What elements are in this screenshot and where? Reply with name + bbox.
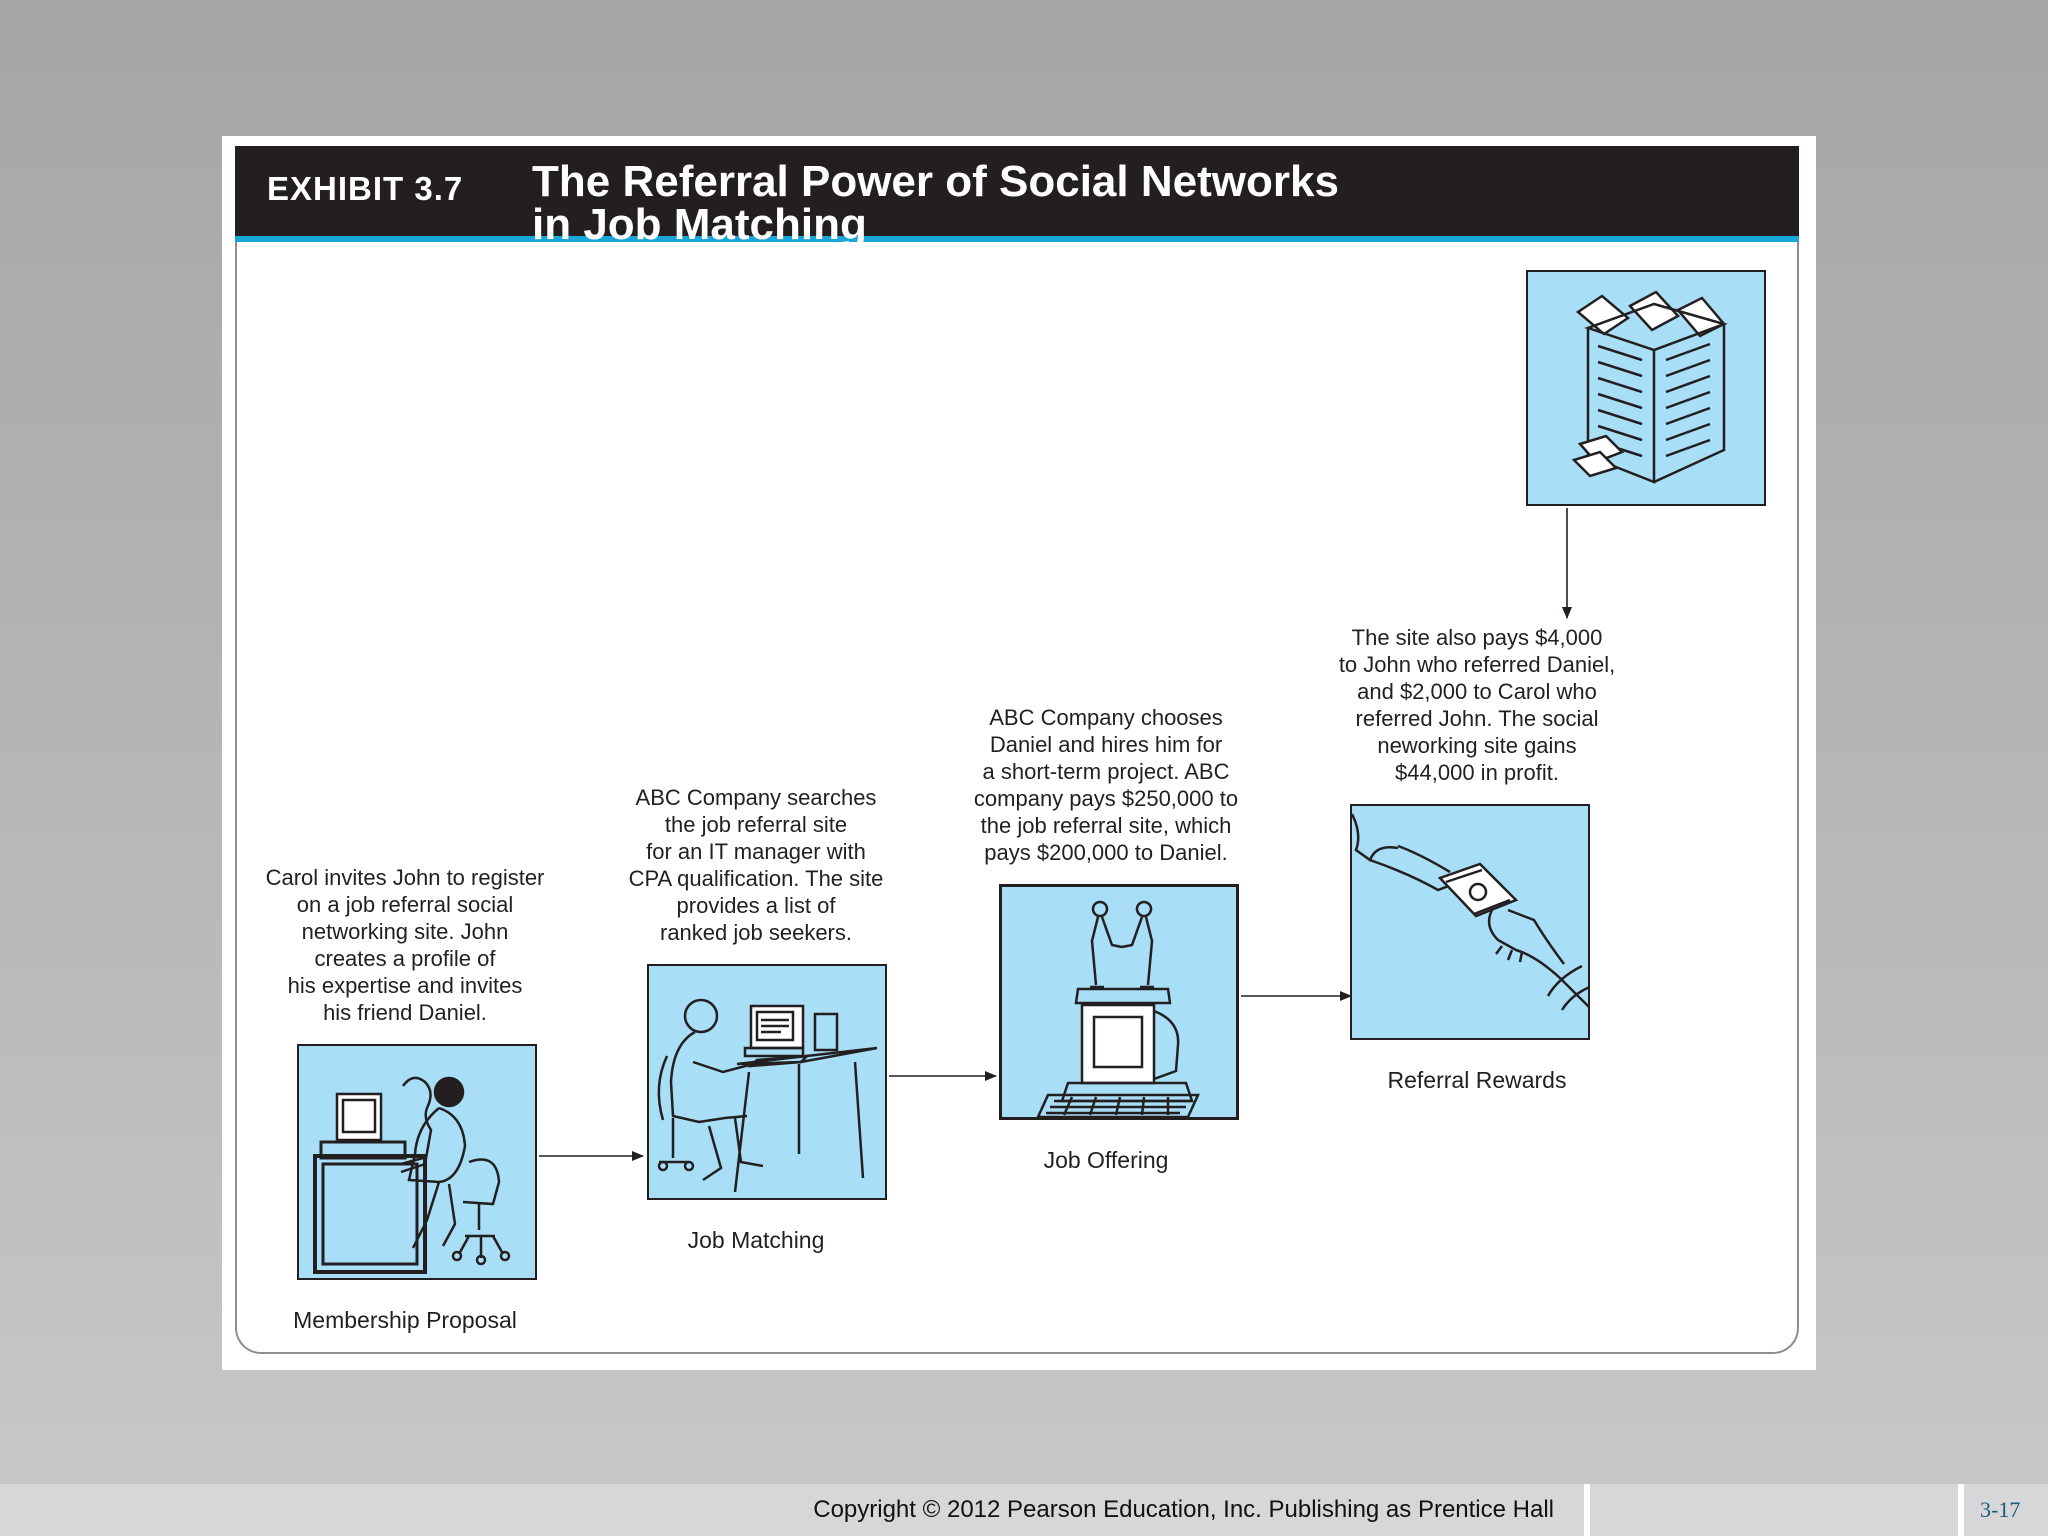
step-4-illustration bbox=[1350, 804, 1590, 1040]
step-1-illustration bbox=[297, 1044, 537, 1280]
flow-arrows bbox=[539, 508, 1572, 1161]
footer-bar: Copyright © 2012 Pearson Education, Inc.… bbox=[0, 1484, 2048, 1536]
exhibit-header: EXHIBIT 3.7 The Referral Power of Social… bbox=[235, 146, 1799, 247]
footer-copyright: Copyright © 2012 Pearson Education, Inc.… bbox=[0, 1484, 1590, 1536]
step-1-description: Carol invites John to register on a job … bbox=[265, 865, 545, 1025]
step-3-description: ABC Company chooses Daniel and hires him… bbox=[973, 705, 1239, 865]
exhibit-card: EXHIBIT 3.7 The Referral Power of Social… bbox=[222, 136, 1816, 1370]
exhibit-frame bbox=[235, 146, 1799, 1354]
office-workers-icon bbox=[313, 1076, 511, 1274]
step-3-illustration bbox=[999, 884, 1239, 1120]
person-at-computer-icon bbox=[657, 998, 878, 1193]
step-2-illustration bbox=[647, 964, 887, 1200]
step-4-caption: Referral Rewards bbox=[1387, 1067, 1567, 1093]
step-2-description: ABC Company searches the job referral si… bbox=[628, 785, 884, 945]
step-3-caption: Job Offering bbox=[1043, 1147, 1169, 1173]
money-handoff-icon bbox=[1352, 813, 1588, 1011]
footer-spacer bbox=[1596, 1484, 1964, 1536]
step-4-description: The site also pays $4,000 to John who re… bbox=[1338, 625, 1616, 785]
handshake-on-computer-icon bbox=[1036, 900, 1200, 1117]
profit-illustration bbox=[1526, 270, 1766, 506]
money-building-icon bbox=[1571, 290, 1729, 484]
step-1-caption: Membership Proposal bbox=[293, 1307, 517, 1333]
step-2-caption: Job Matching bbox=[687, 1227, 825, 1253]
slide-number: 3-17 bbox=[1980, 1497, 2021, 1522]
exhibit-label: EXHIBIT 3.7 bbox=[267, 170, 464, 207]
exhibit-title: The Referral Power of Social Networks in… bbox=[532, 157, 1339, 249]
